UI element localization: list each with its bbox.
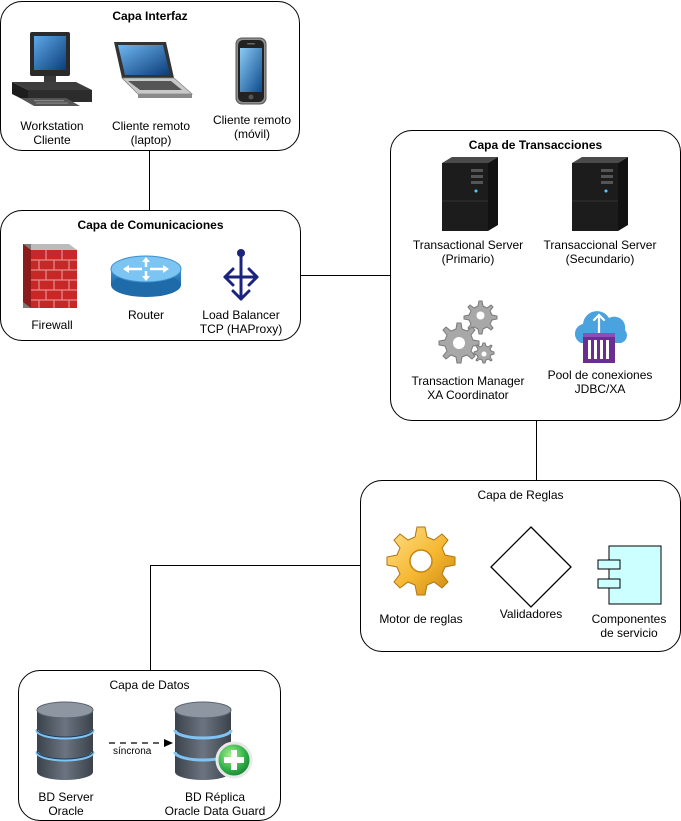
capa-interfaz-title: Capa Interfaz — [112, 9, 188, 23]
database-icon[interactable] — [34, 700, 96, 782]
capa-transacciones-title: Capa de Transacciones — [468, 138, 603, 152]
connector-comunicaciones-transacciones — [300, 275, 391, 276]
capa-transacciones-container[interactable]: Capa de Transacciones Transactional Serv… — [390, 130, 681, 421]
connector-transacciones-reglas — [536, 420, 537, 481]
node-server-secundario: Transaccional Server (Secundario) — [534, 238, 666, 266]
diamond-icon[interactable] — [489, 525, 573, 609]
bd-server-label-2: Oracle — [48, 804, 84, 818]
load-balancer-label-2: TCP (HAProxy) — [199, 322, 283, 336]
router-icon[interactable] — [109, 253, 183, 299]
node-componentes-servicio: Componentes de servicio — [579, 612, 679, 640]
firewall-icon[interactable] — [21, 240, 79, 310]
server-secundario-label-1: Transaccional Server — [543, 238, 657, 252]
laptop-label-1: Cliente remoto — [111, 119, 191, 133]
laptop-label-2: (laptop) — [130, 133, 172, 147]
capa-comunicaciones-container[interactable]: Capa de Comunicaciones Firewall — [0, 210, 301, 341]
server-secundario-label-2: (Secundario) — [565, 252, 635, 266]
smartphone-icon[interactable] — [234, 36, 270, 106]
node-validadores: Validadores — [481, 607, 581, 621]
laptop-icon[interactable] — [108, 40, 194, 104]
node-bd-replica: BD Réplica Oracle Data Guard — [151, 790, 279, 818]
router-label: Router — [127, 308, 165, 322]
workstation-label-1: Workstation — [20, 119, 84, 133]
node-smartphone: Cliente remoto (móvil) — [204, 113, 300, 141]
node-load-balancer: Load Balancer TCP (HAProxy) — [191, 308, 291, 336]
bd-replica-label-1: BD Réplica — [184, 790, 246, 804]
node-motor-reglas: Motor de reglas — [366, 612, 476, 626]
gear-icon[interactable] — [386, 525, 456, 597]
motor-reglas-label: Motor de reglas — [379, 612, 463, 626]
node-pool-conexiones: Pool de conexiones JDBC/XA — [534, 368, 666, 396]
bd-replica-label-2: Oracle Data Guard — [164, 804, 266, 818]
transaction-manager-label-1: Transaction Manager — [411, 374, 525, 388]
node-firewall: Firewall — [11, 318, 93, 332]
smartphone-label-1: Cliente remoto — [212, 113, 292, 127]
componentes-label-2: de servicio — [600, 626, 658, 640]
server-tower-icon[interactable] — [438, 157, 500, 231]
connector-interfaz-comunicaciones — [149, 150, 150, 211]
pool-conexiones-label-2: JDBC/XA — [574, 382, 626, 396]
validadores-label: Validadores — [499, 607, 563, 621]
load-balancer-label-1: Load Balancer — [202, 308, 280, 322]
gears-icon[interactable] — [438, 297, 498, 367]
capa-reglas-container[interactable]: Capa de Reglas Motor de reglas Validador… — [360, 480, 681, 652]
node-router: Router — [101, 308, 191, 322]
componentes-label-1: Componentes — [591, 612, 667, 626]
node-laptop: Cliente remoto (laptop) — [101, 119, 201, 147]
workstation-icon[interactable] — [10, 30, 94, 108]
node-transaction-manager: Transaction Manager XA Coordinator — [403, 374, 533, 402]
server-primario-label-2: (Primario) — [441, 252, 495, 266]
node-workstation: Workstation Cliente — [7, 119, 97, 147]
smartphone-label-2: (móvil) — [234, 127, 270, 141]
node-server-primario: Transactional Server (Primario) — [403, 238, 533, 266]
capa-interfaz-container[interactable]: Capa Interfaz Workstation Cliente — [0, 1, 300, 151]
pool-conexiones-label-1: Pool de conexiones — [547, 368, 653, 382]
server-tower-icon[interactable] — [568, 157, 630, 231]
capa-reglas-title: Capa de Reglas — [477, 488, 564, 502]
node-bd-server: BD Server Oracle — [19, 790, 113, 818]
connector-reglas-datos-h — [150, 565, 361, 566]
database-plus-icon[interactable] — [172, 700, 258, 784]
firewall-label: Firewall — [31, 318, 73, 332]
workstation-label-2: Cliente — [33, 133, 71, 147]
transaction-manager-label-2: XA Coordinator — [427, 388, 509, 402]
load-balancer-icon[interactable] — [219, 247, 263, 303]
sync-arrow-icon — [109, 739, 173, 747]
connector-reglas-datos-v — [150, 565, 151, 671]
component-icon[interactable] — [594, 544, 664, 606]
cloud-container-icon[interactable] — [569, 303, 629, 365]
capa-datos-title: Capa de Datos — [109, 678, 190, 692]
server-primario-label-1: Transactional Server — [412, 238, 524, 252]
sync-label: síncrona — [112, 746, 153, 757]
capa-datos-container[interactable]: Capa de Datos BD Server Oracle síncrona — [18, 670, 281, 821]
capa-comunicaciones-title: Capa de Comunicaciones — [77, 218, 224, 232]
bd-server-label-1: BD Server — [38, 790, 94, 804]
